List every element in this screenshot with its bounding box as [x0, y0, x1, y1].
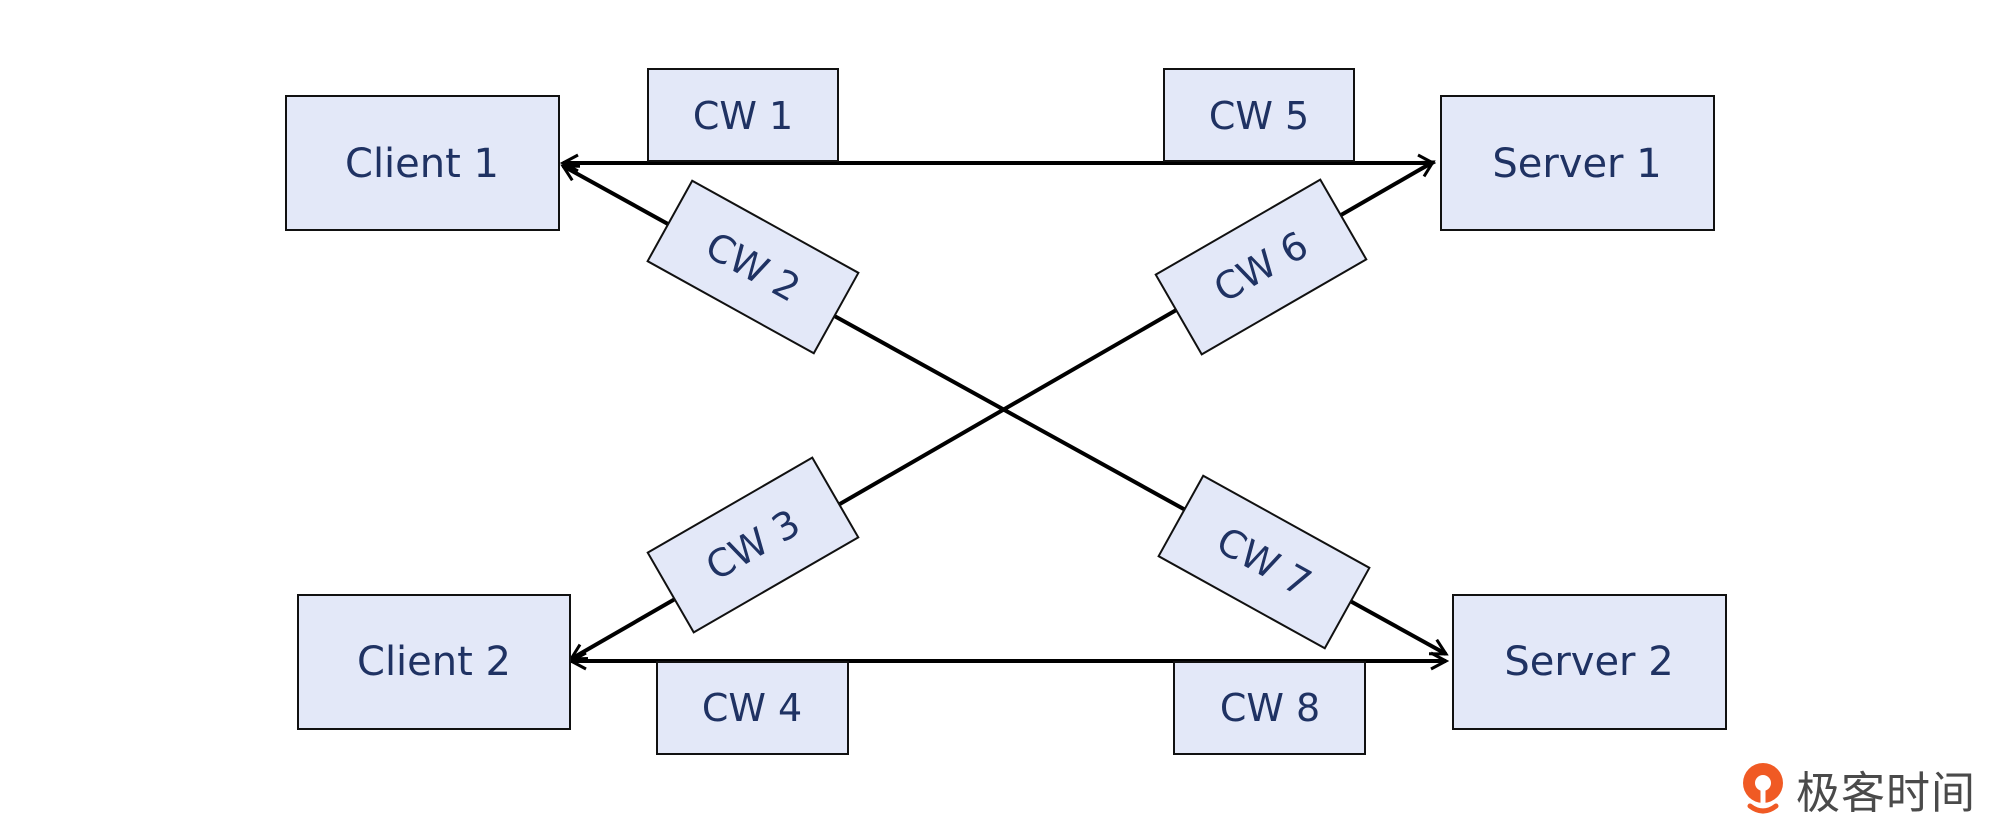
cw-box-2: CW 2 [646, 179, 860, 355]
geektime-logo-icon [1743, 763, 1783, 814]
cw-box-1: CW 1 [647, 68, 839, 162]
brand-watermark: 极客时间 [1738, 757, 1976, 821]
cw-box-3: CW 3 [646, 456, 860, 634]
node-client-1-label: Client 1 [345, 141, 499, 187]
cw-box-7: CW 7 [1157, 474, 1371, 650]
cw-box-8: CW 8 [1173, 661, 1366, 755]
node-client-2: Client 2 [297, 594, 571, 730]
node-server-1: Server 1 [1440, 95, 1715, 231]
node-client-1: Client 1 [285, 95, 560, 231]
node-server-2-label: Server 2 [1504, 639, 1673, 685]
cw-box-4: CW 4 [656, 661, 849, 755]
cw-box-4-label: CW 4 [702, 686, 802, 730]
cw-box-1-label: CW 1 [693, 94, 793, 138]
brand-name: 极客时间 [1796, 768, 1976, 819]
cw-box-8-label: CW 8 [1220, 686, 1320, 730]
cw-box-5-label: CW 5 [1209, 94, 1309, 138]
cw-box-6: CW 6 [1154, 178, 1368, 356]
node-server-1-label: Server 1 [1492, 141, 1661, 187]
node-server-2: Server 2 [1452, 594, 1727, 730]
cw-box-5: CW 5 [1163, 68, 1355, 162]
node-client-2-label: Client 2 [357, 639, 511, 685]
